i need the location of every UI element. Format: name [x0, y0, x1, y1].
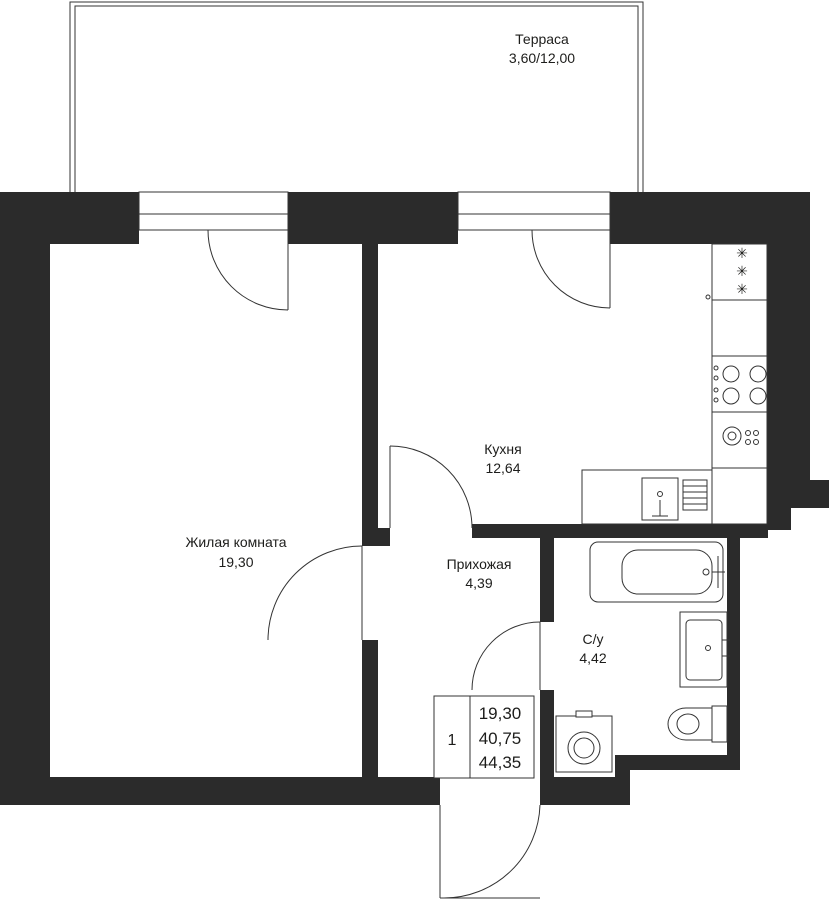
stove-icon	[713, 365, 767, 405]
living-room-name: Жилая комната	[185, 534, 286, 550]
washbasin-icon	[679, 611, 730, 688]
doors	[207, 229, 611, 899]
total-with-terrace-value: 44,35	[479, 753, 522, 772]
washing-machine-icon	[555, 710, 613, 773]
bathroom-name: С/у	[583, 631, 604, 647]
hallway-area: 4,39	[465, 575, 492, 591]
svg-text:✳: ✳	[736, 281, 748, 297]
room-labels: Терраса 3,60/12,00 Кухня 12,64 Жилая ком…	[185, 31, 606, 666]
bathroom-area: 4,42	[579, 650, 606, 666]
bathroom-fixtures	[555, 541, 730, 773]
dishwasher-icon	[722, 426, 759, 446]
kitchen-area: 12,64	[485, 460, 520, 476]
kitchen-name: Кухня	[484, 441, 521, 457]
windows	[138, 191, 611, 231]
hallway-name: Прихожая	[447, 556, 512, 572]
toilet-icon	[667, 705, 728, 743]
kitchen-sink-icon	[641, 477, 708, 521]
hood-icon: ✳ ✳ ✳	[705, 245, 748, 300]
bathtub-icon	[589, 541, 725, 603]
living-area-value: 19,30	[479, 704, 522, 723]
walls	[0, 192, 829, 805]
svg-text:✳: ✳	[736, 263, 748, 279]
terrace-area: 3,60/12,00	[509, 50, 575, 66]
svg-text:✳: ✳	[736, 245, 748, 261]
terrace-name: Терраса	[515, 31, 569, 47]
rooms-count: 1	[448, 732, 457, 749]
total-area-value: 40,75	[479, 729, 522, 748]
living-room-area: 19,30	[218, 554, 253, 570]
kitchen-furniture: ✳ ✳ ✳	[581, 243, 768, 525]
apartment-summary: 1 19,30 40,75 44,35	[433, 695, 535, 779]
